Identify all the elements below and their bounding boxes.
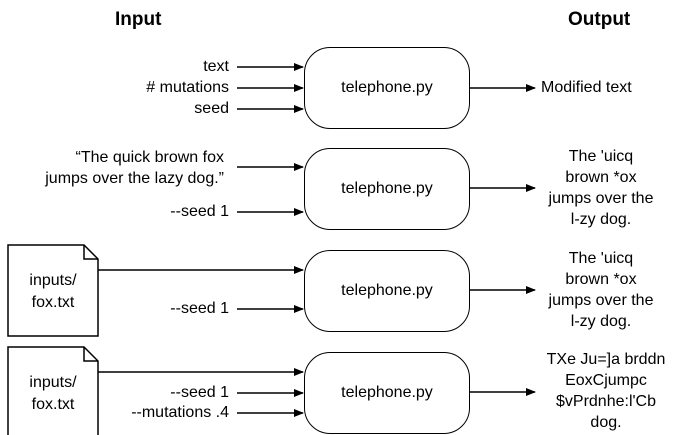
input-label-mutations: --mutations .4 bbox=[131, 404, 229, 421]
input-label-seed: --seed 1 bbox=[170, 203, 229, 220]
output-label-modified-text: Modified text bbox=[541, 79, 632, 96]
output-text-line: EoxCjumpc bbox=[565, 372, 647, 389]
output-text-line: l-zy dog. bbox=[570, 211, 632, 228]
output-text-line: jumps over the bbox=[548, 292, 654, 309]
input-label-mutations: # mutations bbox=[146, 79, 229, 96]
output-text-line: l-zy dog. bbox=[570, 313, 632, 330]
telephone-box: telephone.py bbox=[304, 352, 470, 434]
input-header: Input bbox=[115, 9, 162, 30]
file-name-line: inputs/ bbox=[29, 272, 77, 289]
file-name-line: inputs/ bbox=[29, 374, 77, 391]
file-name-line: fox.txt bbox=[31, 396, 75, 413]
file-icon-fold bbox=[83, 347, 98, 362]
telephone-box: telephone.py bbox=[304, 47, 470, 129]
input-label-seed: seed bbox=[194, 100, 229, 117]
output-text-line: brown *ox bbox=[565, 169, 637, 186]
input-sentence-line: “The quick brown fox bbox=[75, 149, 224, 166]
output-text-line: dog. bbox=[590, 414, 622, 431]
output-text-line: $vPrdnhe:l'Cb bbox=[556, 393, 656, 410]
input-label-text: text bbox=[203, 58, 229, 75]
output-text-line: The 'uicq bbox=[568, 250, 634, 267]
output-text-line: jumps over the bbox=[548, 190, 654, 207]
output-text-line: The 'uicq bbox=[568, 148, 634, 165]
telephone-box: telephone.py bbox=[304, 250, 470, 332]
input-sentence-line: jumps over the lazy dog.” bbox=[45, 170, 224, 187]
input-label-seed: --seed 1 bbox=[170, 300, 229, 317]
file-icon bbox=[7, 346, 99, 435]
telephone-box: telephone.py bbox=[304, 148, 470, 230]
file-name-line: fox.txt bbox=[31, 294, 75, 311]
output-text-line: brown *ox bbox=[565, 271, 637, 288]
file-icon-fold bbox=[83, 245, 98, 260]
input-label-seed: --seed 1 bbox=[170, 384, 229, 401]
file-icon bbox=[7, 244, 99, 337]
output-header: Output bbox=[568, 9, 631, 30]
output-text-line: TXe Ju=]a brddn bbox=[546, 351, 666, 368]
